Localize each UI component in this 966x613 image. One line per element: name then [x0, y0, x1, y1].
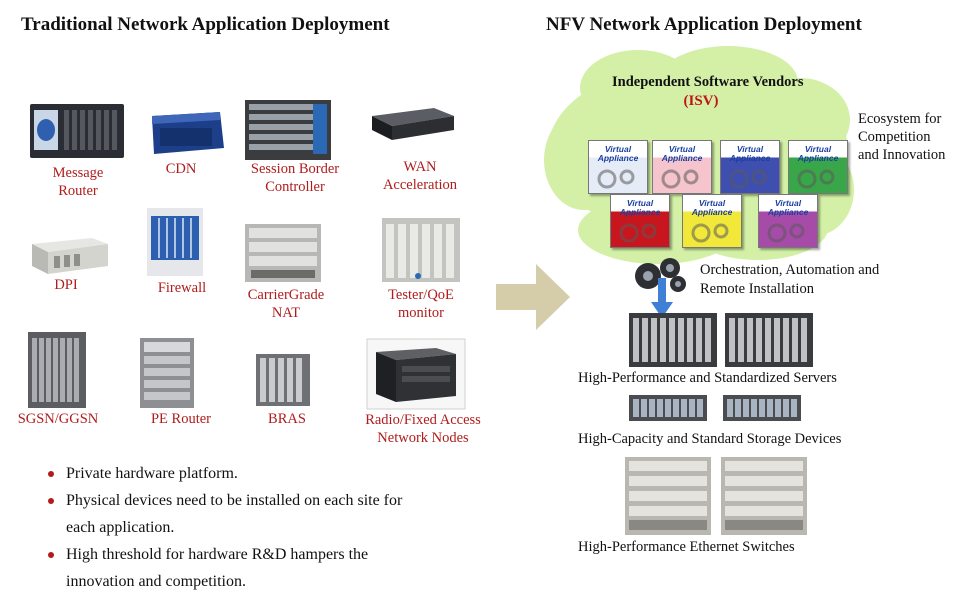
radio-fixed-access-device	[366, 338, 466, 410]
blade-server-icon	[725, 313, 813, 367]
left-title: Traditional Network Application Deployme…	[21, 14, 390, 35]
right-title: NFV Network Application Deployment	[546, 14, 862, 35]
dpi-device	[32, 238, 108, 274]
storage-array-icon	[629, 395, 707, 421]
appliance-gear-icon	[619, 223, 657, 243]
gears-icon	[635, 258, 686, 292]
device-label-firewall: Firewall	[157, 280, 207, 296]
isv-cloud-subtitle: (ISV)	[683, 93, 719, 109]
pe-router-device	[140, 338, 194, 408]
switches-label: High-Performance Ethernet Switches	[578, 539, 795, 555]
message-router-device	[30, 104, 124, 158]
firewall-device	[147, 208, 203, 276]
cdn-device	[152, 112, 224, 154]
storage-array-icon	[723, 395, 801, 421]
transition-arrow-icon	[496, 264, 570, 330]
device-label-dpi: DPI	[54, 277, 78, 293]
device-label-cdn: CDN	[165, 161, 197, 177]
session-border-controller-device	[245, 100, 331, 160]
appliance-gear-icon	[729, 169, 767, 189]
appliance-gear-icon	[597, 169, 635, 189]
traditional-bullet-list: Private hardware platform. Physical devi…	[44, 460, 484, 595]
blade-server-icon	[629, 313, 717, 367]
storage-label: High-Capacity and Standard Storage Devic…	[578, 431, 842, 447]
ethernet-switch-icon	[721, 457, 807, 535]
ethernet-switch-icon	[625, 457, 711, 535]
servers-label: High-Performance and Standardized Server…	[578, 370, 837, 386]
appliance-gear-icon	[661, 169, 699, 189]
appliance-gear-icon	[797, 169, 835, 189]
appliance-gear-icon	[691, 223, 729, 243]
device-label-bras: BRAS	[268, 411, 306, 427]
device-label-sgsn-ggsn: SGSN/GGSN	[17, 411, 99, 427]
appliance-gear-icon	[767, 223, 805, 243]
carrier-grade-nat-device	[245, 224, 321, 282]
bullet-item: High threshold for hardware R&D hampers …	[44, 541, 484, 595]
sgsn-ggsn-device	[28, 332, 86, 408]
isv-cloud-title: Independent Software Vendors	[612, 74, 804, 90]
deploy-down-arrow-icon	[651, 278, 673, 318]
wan-acceleration-device	[372, 108, 454, 140]
bullet-item: Physical devices need to be installed on…	[44, 487, 484, 541]
tester-qoe-device	[382, 218, 460, 282]
bullet-item: Private hardware platform.	[44, 460, 484, 487]
bras-device	[256, 354, 310, 406]
device-label-pe-router: PE Router	[150, 411, 211, 427]
